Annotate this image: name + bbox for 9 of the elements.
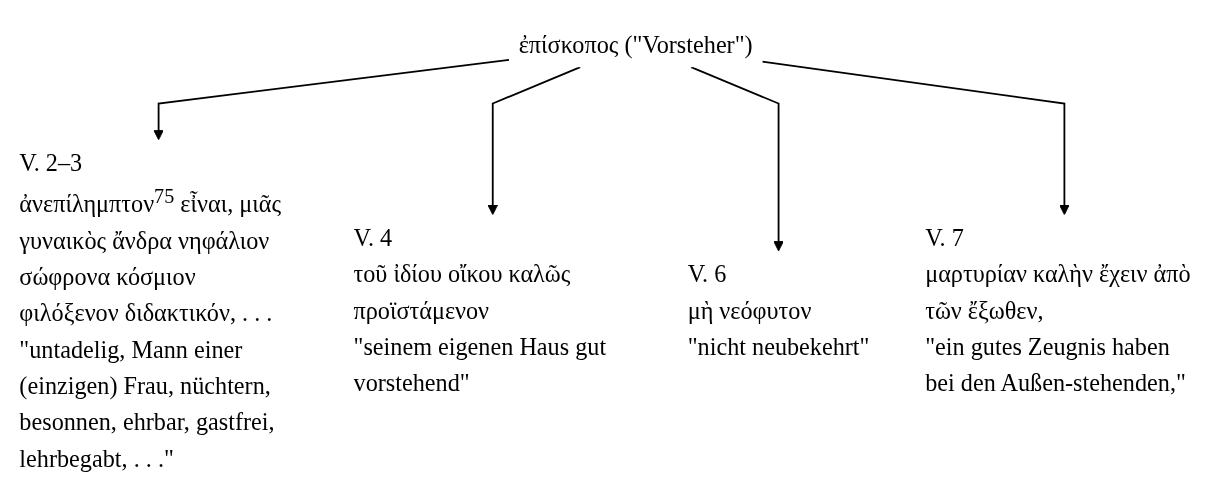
arrow: [690, 66, 784, 252]
node-text: V. 6 μὴ νεόφυτον "nicht neubekehrt": [687, 260, 870, 360]
node-text: ἐπίσκοπος ("Vorsteher"): [518, 30, 753, 58]
node-text: V. 4 τοῦ ἰδίου οἴκου καλῶς προϊστάμενον "seinem eigenen Haus gut vorstehend": [353, 224, 607, 397]
arrow: [761, 60, 1070, 216]
arrow: [153, 59, 510, 141]
node-text: V. 7 μαρτυρίαν καλὴν ἔχειν ἀπὸ τῶν ἔξωθεν, "ein gutes Zeugnis haben bei den Außen-stehenden,": [925, 224, 1191, 397]
arrow: [487, 66, 582, 216]
node-text: V. 2–3 ἀνεπίλημπτον$^{75}$ εἶναι, μιᾶς γυναικὸς ἄνδρα νηφάλιον σώφρονα κόσμιον φιλόξενον διδακτικόν, . . . "untadelig, Mann einer (einzigen) Frau, nüchtern, besonnen, ehrbar, gastfrei, lehrbegabt, . . .": [19, 149, 282, 472]
